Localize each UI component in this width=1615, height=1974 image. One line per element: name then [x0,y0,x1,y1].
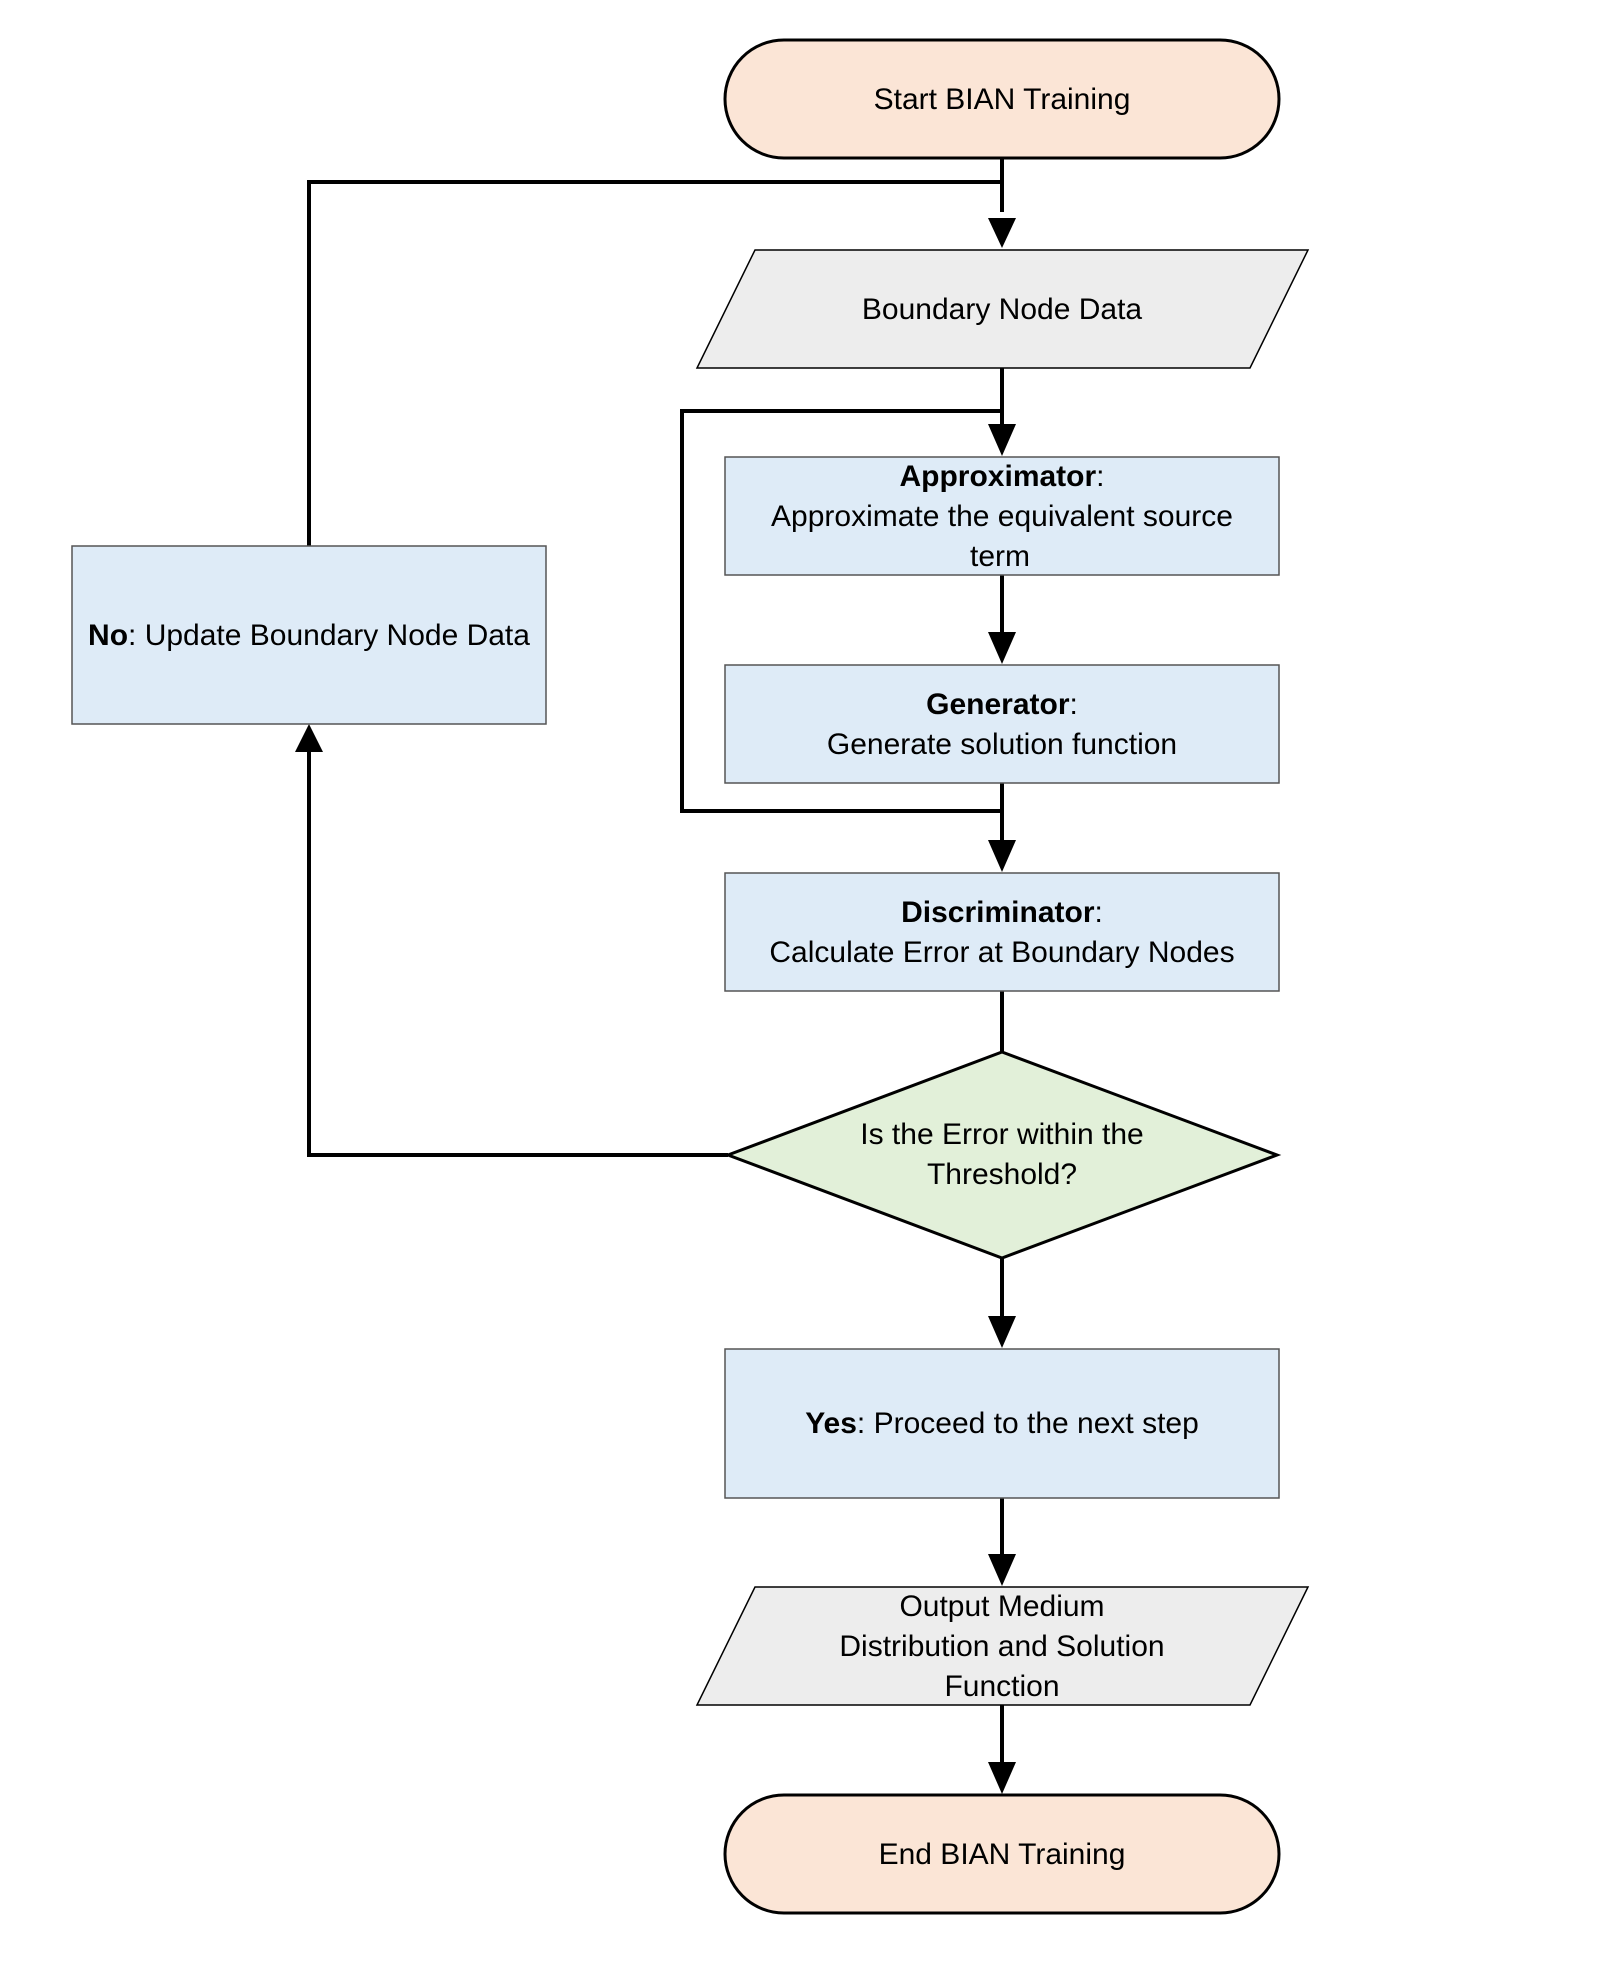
arrowhead-boundary [988,218,1016,248]
discriminator-desc: Calculate Error at Boundary Nodes [769,936,1234,969]
no-update-label: No: Update Boundary Node Data [88,619,530,652]
connector-decision-to-no [307,752,728,1157]
arrowhead-end [988,1762,1016,1794]
output-label-3: Function [944,1670,1059,1703]
generator-desc: Generate solution function [827,728,1177,761]
connector-no-loop-back [307,180,1002,546]
approximator-title-line: Approximator: [899,460,1104,493]
approximator-desc-2: term [970,540,1030,573]
decision-label-2: Threshold? [927,1158,1077,1191]
generator-title-line: Generator: [926,688,1078,721]
arrowhead-generator [988,632,1016,664]
arrowhead-no [295,724,323,752]
decision-label-1: Is the Error within the [860,1118,1143,1151]
approximator-title: Approximator [899,460,1096,493]
output-label-1: Output Medium [899,1590,1104,1623]
no-label: No [88,619,128,652]
discriminator-box: Discriminator: Calculate Error at Bounda… [724,872,1280,992]
arrowhead-discriminator [988,840,1016,872]
yes-proceed-box: Yes: Proceed to the next step [724,1348,1280,1499]
end-label: End BIAN Training [879,1838,1126,1871]
generator-title: Generator [926,688,1070,721]
end-terminal: End BIAN Training [723,1793,1281,1915]
no-update-text: : Update Boundary Node Data [128,619,530,652]
discriminator-title: Discriminator [901,896,1095,929]
error-threshold-decision: Is the Error within the Threshold? [723,1050,1282,1260]
discriminator-sep: : [1095,896,1103,929]
connectors [295,158,1016,1794]
boundary-node-data-label: Boundary Node Data [862,293,1142,326]
connector-inner-bypass [680,409,1002,813]
yes-proceed-text: : Proceed to the next step [857,1407,1199,1440]
yes-label: Yes [805,1407,857,1440]
generator-sep: : [1070,688,1078,721]
approximator-box: Approximator: Approximate the equivalent… [724,456,1280,576]
output-data: Output Medium Distribution and Solution … [695,1586,1310,1706]
generator-box: Generator: Generate solution function [724,664,1280,784]
no-update-box: No: Update Boundary Node Data [71,545,547,725]
yes-proceed-label: Yes: Proceed to the next step [805,1407,1199,1440]
arrowhead-yes [988,1316,1016,1348]
approximator-desc-1: Approximate the equivalent source [771,500,1233,533]
arrowhead-approximator [988,424,1016,456]
boundary-node-data: Boundary Node Data [695,249,1310,369]
discriminator-title-line: Discriminator: [901,896,1103,929]
arrowhead-output [988,1554,1016,1586]
output-label-2: Distribution and Solution [839,1630,1164,1663]
start-terminal: Start BIAN Training [723,38,1281,160]
approximator-sep: : [1096,460,1104,493]
start-label: Start BIAN Training [874,83,1131,116]
